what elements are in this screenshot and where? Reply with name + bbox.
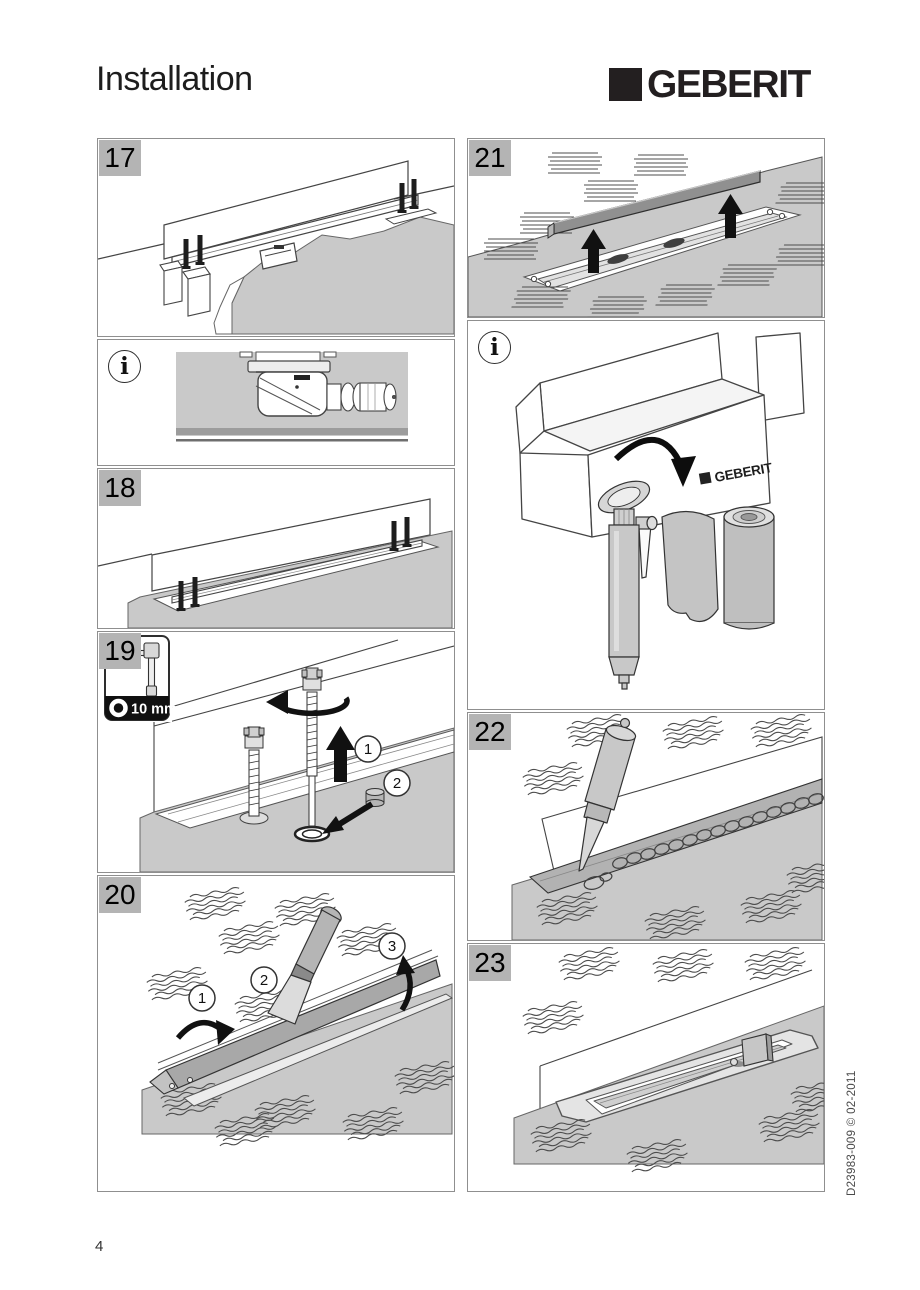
page-title: Installation <box>96 60 253 98</box>
panel-21: 21 <box>467 138 825 318</box>
shower-channel <box>171 539 423 604</box>
end-plate <box>729 1033 774 1067</box>
svg-text:1: 1 <box>364 741 372 758</box>
applied-sealant-swirl <box>583 872 613 890</box>
standing-rod <box>243 726 265 817</box>
panel-17-number: 17 <box>99 140 141 176</box>
shower-channel <box>171 194 438 268</box>
sealant-cartridge <box>597 480 658 690</box>
membrane-sheet <box>661 510 719 622</box>
panel-17-illustration <box>98 160 454 335</box>
wall-panel <box>163 160 409 260</box>
page-number: 4 <box>95 1238 104 1255</box>
document-code: D23983-009 © 02-2011 <box>846 1070 858 1196</box>
panel-19-number: 19 <box>99 633 141 669</box>
membrane-roll <box>723 506 775 630</box>
panel-20: 20 1 <box>97 875 455 1192</box>
info-panel-trap: i <box>97 339 455 466</box>
rotation-arrow <box>266 690 350 717</box>
adhesive-bead <box>612 793 824 869</box>
drain-trap-body <box>247 360 331 417</box>
channel-edge <box>183 993 454 1107</box>
removed-rod <box>301 667 323 827</box>
putty-knife <box>267 906 342 1025</box>
step-3-badge: 3 <box>378 932 406 960</box>
svg-text:3: 3 <box>388 938 396 955</box>
up-arrow <box>326 726 355 782</box>
geberit-logo-text: GEBERIT <box>647 63 811 106</box>
screed-front-edge <box>213 275 246 335</box>
protective-cover-strip <box>149 959 441 1095</box>
channel-adhesive-band <box>528 778 824 894</box>
panel-18-number: 18 <box>99 470 141 506</box>
up-arrow-left <box>581 229 606 273</box>
panel-22: 22 <box>467 712 825 941</box>
panel-21-number: 21 <box>469 140 511 176</box>
tool-size-label: 10 mm <box>131 702 177 718</box>
shower-channel <box>530 208 788 289</box>
panel-23-illustration <box>513 945 824 1175</box>
panel-22-illustration <box>511 713 824 940</box>
info-icon: i <box>478 331 511 364</box>
panel-17: 17 <box>97 138 455 337</box>
packaging-contents-illustration: GEBERIT <box>515 332 805 690</box>
panel-23: 23 <box>467 943 825 1192</box>
geberit-logo-square-icon <box>609 68 642 101</box>
sealant-cartridge <box>578 717 637 872</box>
floor-area <box>468 156 823 317</box>
info-icon: i <box>108 350 141 383</box>
step-1-badge: 1 <box>354 735 382 763</box>
sealing-ring-hole <box>293 825 331 843</box>
cap-arrow <box>322 801 374 834</box>
panel-23-number: 23 <box>469 945 511 981</box>
panel-19-illustration: 1 2 10 mm <box>102 634 454 872</box>
panel-22-number: 22 <box>469 714 511 750</box>
wall-panel <box>151 498 431 592</box>
svg-text:1: 1 <box>198 990 206 1007</box>
step-1-badge: 1 <box>188 984 216 1012</box>
socket-size-icon <box>109 698 128 718</box>
info-panel-packaging: i GEBERIT <box>467 320 825 710</box>
step-2-badge: 2 <box>383 769 411 797</box>
panel-20-number: 20 <box>99 877 141 913</box>
cardboard-box <box>515 332 805 538</box>
step-2-badge: 2 <box>250 966 278 994</box>
svg-text:2: 2 <box>393 775 401 792</box>
panel-19: 19 <box>97 631 455 873</box>
lift-arrow-right <box>396 955 415 1012</box>
geberit-logo: GEBERIT <box>609 63 811 106</box>
panel-18: 18 <box>97 468 455 629</box>
up-arrow-right <box>718 194 743 238</box>
outlet-pipe <box>326 382 397 412</box>
wall-lines <box>539 969 813 1114</box>
into-box-arrow <box>613 437 696 487</box>
drain-trap <box>259 242 298 270</box>
panel-20-illustration: 1 2 3 <box>141 885 454 1149</box>
trap-cross-section-illustration <box>176 351 408 442</box>
support-feet <box>159 260 211 317</box>
panel-21-illustration <box>468 152 824 317</box>
panel-18-illustration <box>98 498 453 628</box>
fold-arrow-left <box>175 1019 235 1045</box>
cover-strip <box>547 170 761 239</box>
svg-text:2: 2 <box>260 972 268 989</box>
